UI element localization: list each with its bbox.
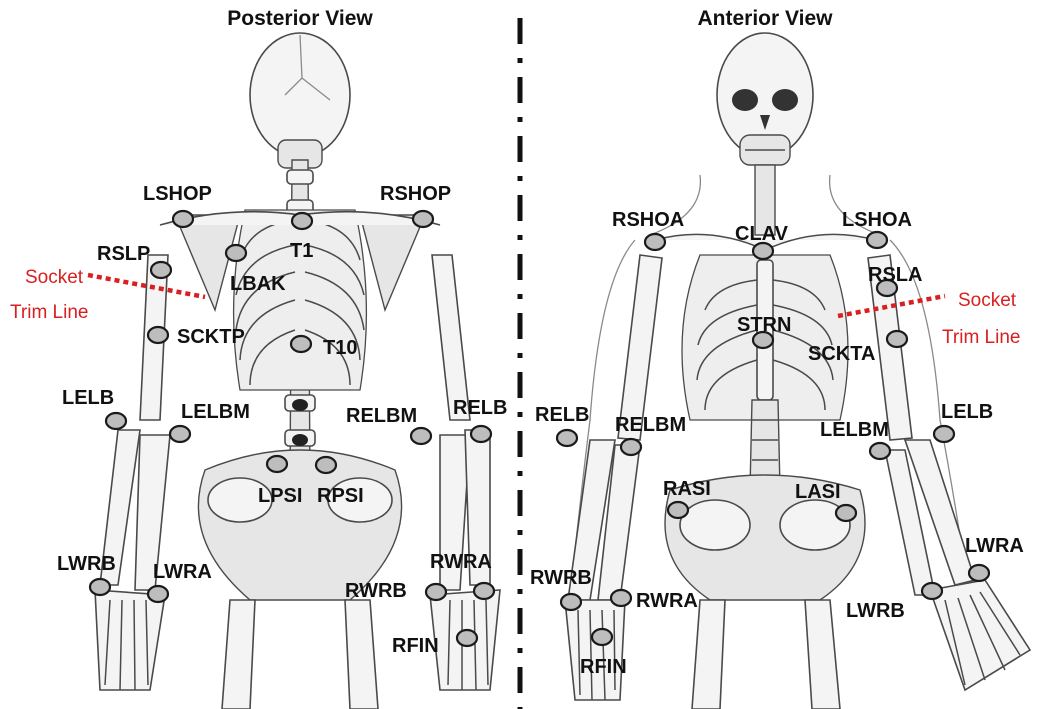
posterior-skeleton — [95, 33, 500, 709]
label-lwra-ant: LWRA — [965, 535, 1024, 557]
label-rpsi: RPSI — [317, 485, 364, 507]
label-lbak: LBAK — [230, 273, 286, 295]
label-lelbm: LELBM — [181, 401, 250, 423]
anterior-trim-label-line1: Socket — [958, 290, 1017, 311]
anterior-trim-label-line2: Trim Line — [942, 327, 1020, 348]
label-relbm-ant: RELBM — [615, 414, 686, 436]
anterior-view-title: Anterior View — [698, 7, 834, 30]
label-lshoa: LSHOA — [842, 209, 912, 231]
label-rfin-ant: RFIN — [580, 656, 627, 678]
label-lwra: LWRA — [153, 561, 212, 583]
marker-rshoa: RSHOA — [612, 209, 684, 250]
label-rwra-ant: RWRA — [636, 590, 698, 612]
label-lwrb-ant: LWRB — [846, 600, 905, 622]
label-lelbm-ant: LELBM — [820, 419, 889, 441]
label-lwrb: LWRB — [57, 553, 116, 575]
posterior-trim-label-line2: Trim Line — [10, 302, 88, 323]
marker-lwrb: LWRB — [57, 553, 116, 595]
label-relb-ant: RELB — [535, 404, 589, 426]
label-relbm: RELBM — [346, 405, 417, 427]
marker-relbm: RELBM — [346, 405, 431, 444]
marker-relbm-ant: RELBM — [615, 414, 686, 455]
marker-lwrb-ant: LWRB — [846, 583, 942, 622]
marker-relb-ant: RELB — [535, 404, 589, 446]
marker-lelbm-ant: LELBM — [820, 419, 890, 459]
label-rwra: RWRA — [430, 551, 492, 573]
label-clav: CLAV — [735, 223, 789, 245]
label-lelb-ant: LELB — [941, 401, 993, 423]
posterior-trim-label-line1: Socket — [25, 267, 84, 288]
label-lelb: LELB — [62, 387, 114, 409]
label-rshoa: RSHOA — [612, 209, 684, 231]
label-rasi: RASI — [663, 478, 711, 500]
label-relb: RELB — [453, 397, 507, 419]
label-rfin: RFIN — [392, 635, 439, 657]
marker-lwra: LWRA — [148, 561, 212, 602]
label-rwrb-ant: RWRB — [530, 567, 592, 589]
marker-clav: CLAV — [735, 223, 789, 259]
label-rshop: RSHOP — [380, 183, 451, 205]
marker-lelb: LELB — [62, 387, 126, 429]
marker-lelbm: LELBM — [170, 401, 250, 442]
marker-lshoa: LSHOA — [842, 209, 912, 248]
label-rwrb: RWRB — [345, 580, 407, 602]
label-lasi: LASI — [795, 481, 841, 503]
marker-lelb-ant: LELB — [934, 401, 993, 442]
label-strn: STRN — [737, 314, 791, 336]
marker-rwrb: RWRB — [345, 580, 446, 602]
marker-lwra-ant: LWRA — [965, 535, 1024, 581]
label-sckta: SCKTA — [808, 343, 875, 365]
anterior-skeleton — [565, 33, 1030, 709]
label-rslp: RSLP — [97, 243, 150, 265]
label-scktp: SCKTP — [177, 326, 245, 348]
label-t1: T1 — [290, 240, 313, 262]
label-rsla: RSLA — [868, 264, 922, 286]
label-lshop: LSHOP — [143, 183, 212, 205]
posterior-view-title: Posterior View — [227, 7, 373, 30]
label-lpsi: LPSI — [258, 485, 302, 507]
label-t10: T10 — [323, 337, 357, 359]
